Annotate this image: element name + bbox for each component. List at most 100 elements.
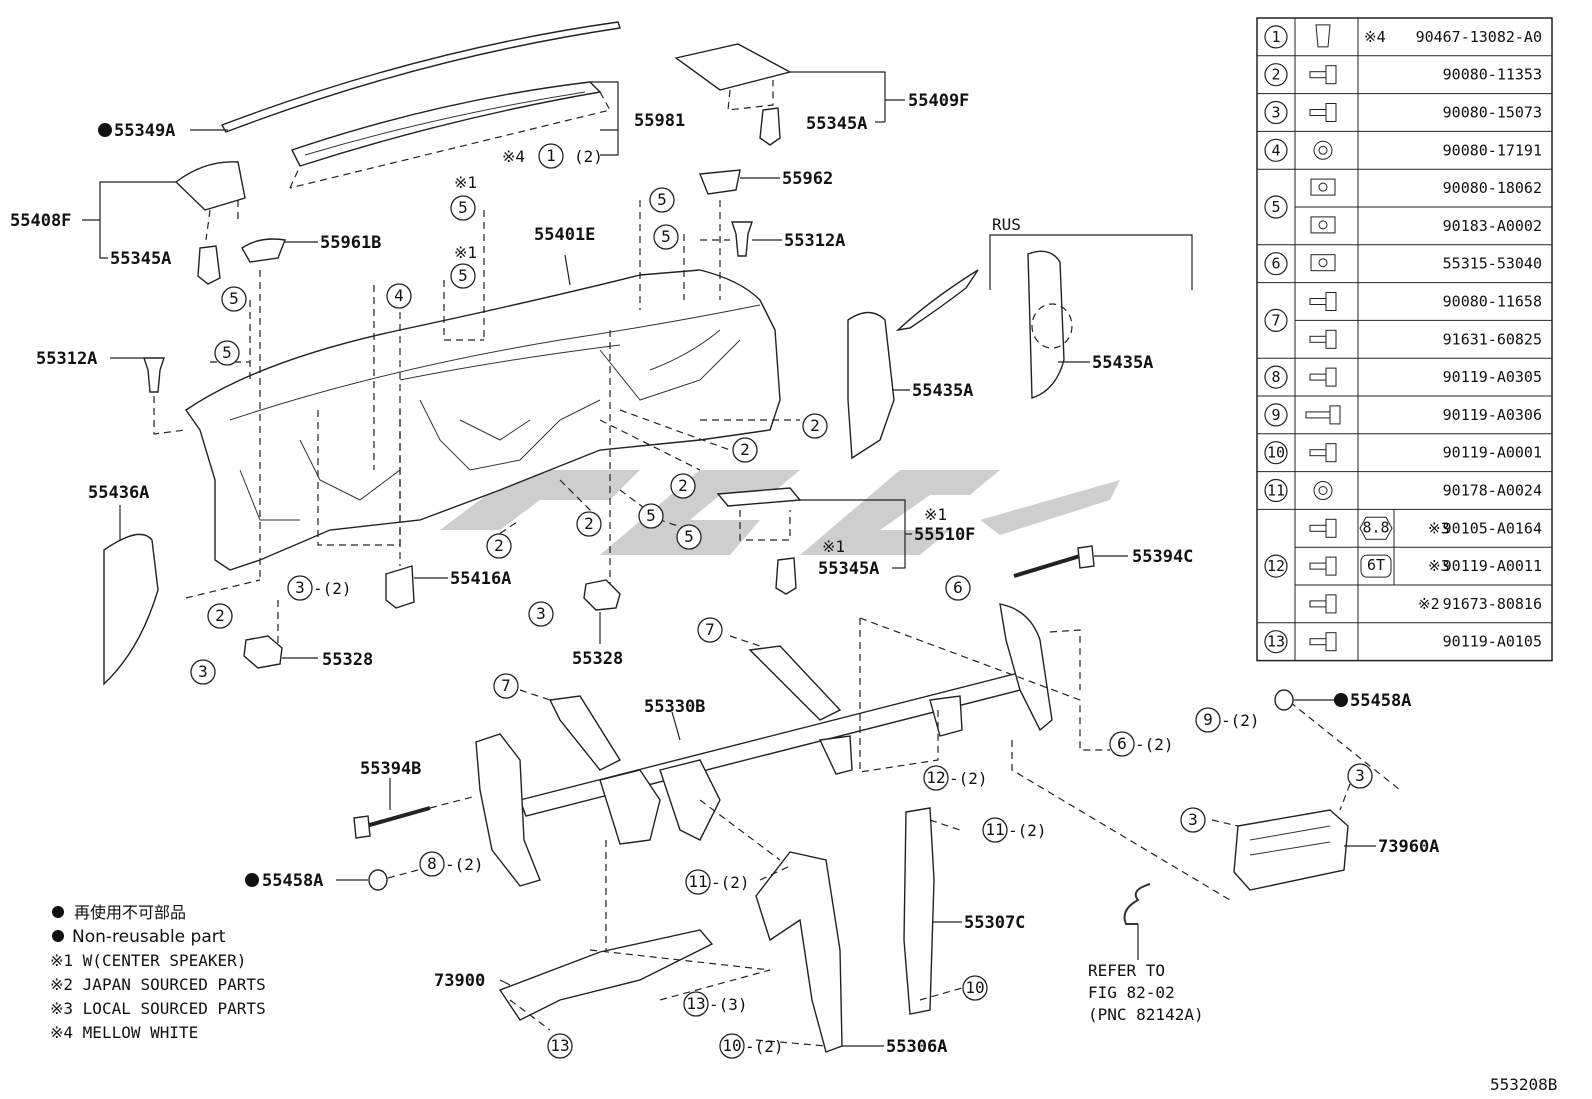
callout-qty: -(2) [313,579,352,598]
callout-55510F: 55510F [914,525,975,545]
callout-circle-3: 3 [528,601,554,627]
callout-circle-2: 2 [207,603,233,629]
table-part-number: 90119-A0305 [1443,368,1542,386]
svg-text:11: 11 [688,872,707,891]
svg-text:10: 10 [722,1036,741,1055]
svg-text:5: 5 [657,190,667,209]
table-part-number: 91673-80816 [1443,595,1542,613]
nut-icon [1313,140,1333,160]
table-part-number: 90183-A0002 [1443,217,1542,235]
table-item-number: 3 [1271,104,1280,122]
legend-x3: ※3 LOCAL SOURCED PARTS [50,999,266,1018]
table-part-number: 90119-A0001 [1443,444,1542,462]
callout-circle-7: 7 [493,673,519,699]
figure-id: 553208B [1490,1075,1557,1094]
table-mark: ※3 [1428,519,1450,537]
callout-55307C: 55307C [964,913,1025,933]
callout-55312A-right: 55312A [784,231,845,251]
callout-circle-7: 7 [697,617,723,643]
callout-circle-2: 2 [732,437,758,463]
table-row: 8 90119-A0305 [1264,365,1542,389]
cross-car-beam-55330B [475,603,1401,950]
callout-circle-11: 11-(2) [982,817,1047,843]
svg-text:7: 7 [705,620,715,639]
svg-text:3: 3 [1355,766,1365,785]
refer-line-3: (PNC 82142A) [1088,1005,1204,1024]
callout-circle-5: 5 [649,187,675,213]
callout-circle-4: 4 [386,283,412,309]
clip-55312A-left [110,357,186,435]
callout-55435A-a: 55435A [912,381,973,401]
table-item-number: 9 [1271,406,1280,424]
callout-circle-5: 5 [450,195,476,221]
svg-text:8: 8 [427,854,437,873]
callout-55306A: 55306A [886,1037,947,1057]
table-row: 91673-80816※2 [1309,594,1542,614]
table-part-number: 90080-17191 [1443,141,1542,159]
nut-icon [1313,481,1333,500]
defroster-molding [190,21,621,133]
legend: 再使用不可部品 Non-reusable part ※1 W(CENTER SP… [50,903,266,1042]
svg-text:12: 12 [926,768,945,787]
table-part-number: 90119-A0306 [1443,406,1542,424]
table-row: 10 90119-A0001 [1264,441,1542,465]
callout-55458A-left: 55458A [262,871,323,891]
table-part-number: 90119-A0011 [1443,557,1542,575]
svg-text:2: 2 [740,440,750,459]
long-bolt-icon [1305,405,1341,425]
clip-icon [1315,24,1331,48]
callout-circle-3: 3 [1180,807,1206,833]
svg-text:6: 6 [1117,734,1127,753]
callout-circle-2: 2 [802,413,828,439]
svg-text:5: 5 [222,343,232,362]
callout-circle-2: 2 [670,473,696,499]
callout-circle-10: 10-(2) [719,1033,784,1059]
bolt-icon [1309,367,1337,387]
table-item-number: 8 [1271,368,1280,386]
callout-73960A: 73960A [1378,837,1439,857]
table-row: 91631-60825 [1309,329,1542,349]
mark-x1-a: ※1 [454,173,477,192]
table-item-number: 10 [1267,444,1285,462]
table-item-number: 6 [1271,255,1280,273]
table-item-number: 1 [1271,28,1280,46]
brace-73900 [498,929,771,1031]
callout-qty: -(2) [949,769,988,788]
refer-line-1: REFER TO [1088,961,1165,980]
side-cover-55435A [847,234,1193,460]
table-item-number: 7 [1271,311,1280,329]
module-73960A [1211,783,1376,891]
table-item-number: 4 [1271,141,1280,159]
retainer-icon [1310,254,1336,272]
table-item-number: 5 [1271,198,1280,216]
svg-text:4: 4 [394,286,404,305]
svg-text:3: 3 [295,578,305,597]
callout-55349A: 55349A [114,121,175,141]
svg-text:6: 6 [953,578,963,597]
mark-x1-d: ※1 [822,537,845,556]
callout-55328-left: 55328 [322,650,373,670]
callout-qty: -(2) [1135,735,1174,754]
svg-text:2: 2 [215,606,225,625]
side-panel-55436A [103,505,159,686]
duct-55328-middle [583,579,621,644]
table-mark: ※3 [1428,557,1450,575]
callout-circle-3: 3 [190,659,216,685]
bolt-icon [1309,518,1337,538]
table-row: 90183-A0002 [1310,216,1542,235]
svg-text:5: 5 [661,227,671,246]
speaker-cover-55409F [674,43,905,146]
svg-text:5: 5 [684,527,694,546]
bolt-icon [1309,594,1337,614]
callout-55458A-right: 55458A [1350,691,1411,711]
svg-text:13: 13 [550,1036,569,1055]
svg-text:11: 11 [985,820,1004,839]
table-item-number: 11 [1267,482,1285,500]
legend-jp: 再使用不可部品 [74,903,186,922]
